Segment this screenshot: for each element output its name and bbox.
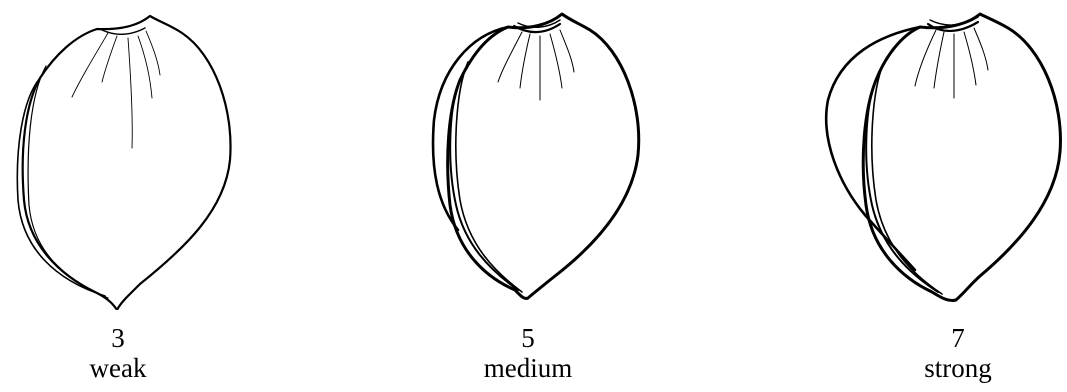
seed-side-layer-inner (456, 62, 522, 292)
seed-vein (138, 36, 152, 98)
seed-drawing-strong (820, 0, 1067, 310)
seed-vein (560, 30, 574, 72)
seed-side-layer (17, 78, 105, 296)
seed-vein (915, 30, 936, 86)
seed-weak-svg (0, 0, 260, 310)
seed-vein (934, 32, 944, 88)
seed-side-layer (450, 80, 518, 290)
seed-drawing-weak (0, 0, 260, 310)
seed-side-layer-inner (28, 66, 108, 298)
seed-vein (964, 32, 976, 85)
caption-number: 7 (858, 323, 1058, 353)
seed-vein (550, 34, 562, 88)
seed-outline (863, 14, 1060, 300)
seed-vein (520, 34, 530, 88)
seed-side-layer (433, 27, 508, 230)
caption-label: weak (18, 353, 218, 383)
seed-outline (448, 14, 639, 298)
seed-vein (974, 28, 988, 70)
seed-vein (72, 33, 108, 97)
seed-neck (930, 17, 978, 25)
caption-medium: 5 medium (428, 323, 628, 383)
seed-strong-svg (820, 0, 1067, 310)
seed-medium-svg (410, 0, 670, 310)
seed-drawing-medium (410, 0, 670, 310)
caption-number: 5 (428, 323, 628, 353)
seed-vein (498, 32, 522, 82)
seed-vein (146, 31, 160, 75)
seed-side-layer-inner (872, 62, 942, 294)
caption-label: strong (858, 353, 1058, 383)
seed-outline (23, 16, 231, 310)
seed-vein (102, 36, 117, 82)
caption-label: medium (428, 353, 628, 383)
caption-strong: 7 strong (858, 323, 1058, 383)
caption-weak: 3 weak (18, 323, 218, 383)
caption-number: 3 (18, 323, 218, 353)
seed-side-layer (866, 80, 938, 292)
seed-vein (128, 38, 132, 148)
